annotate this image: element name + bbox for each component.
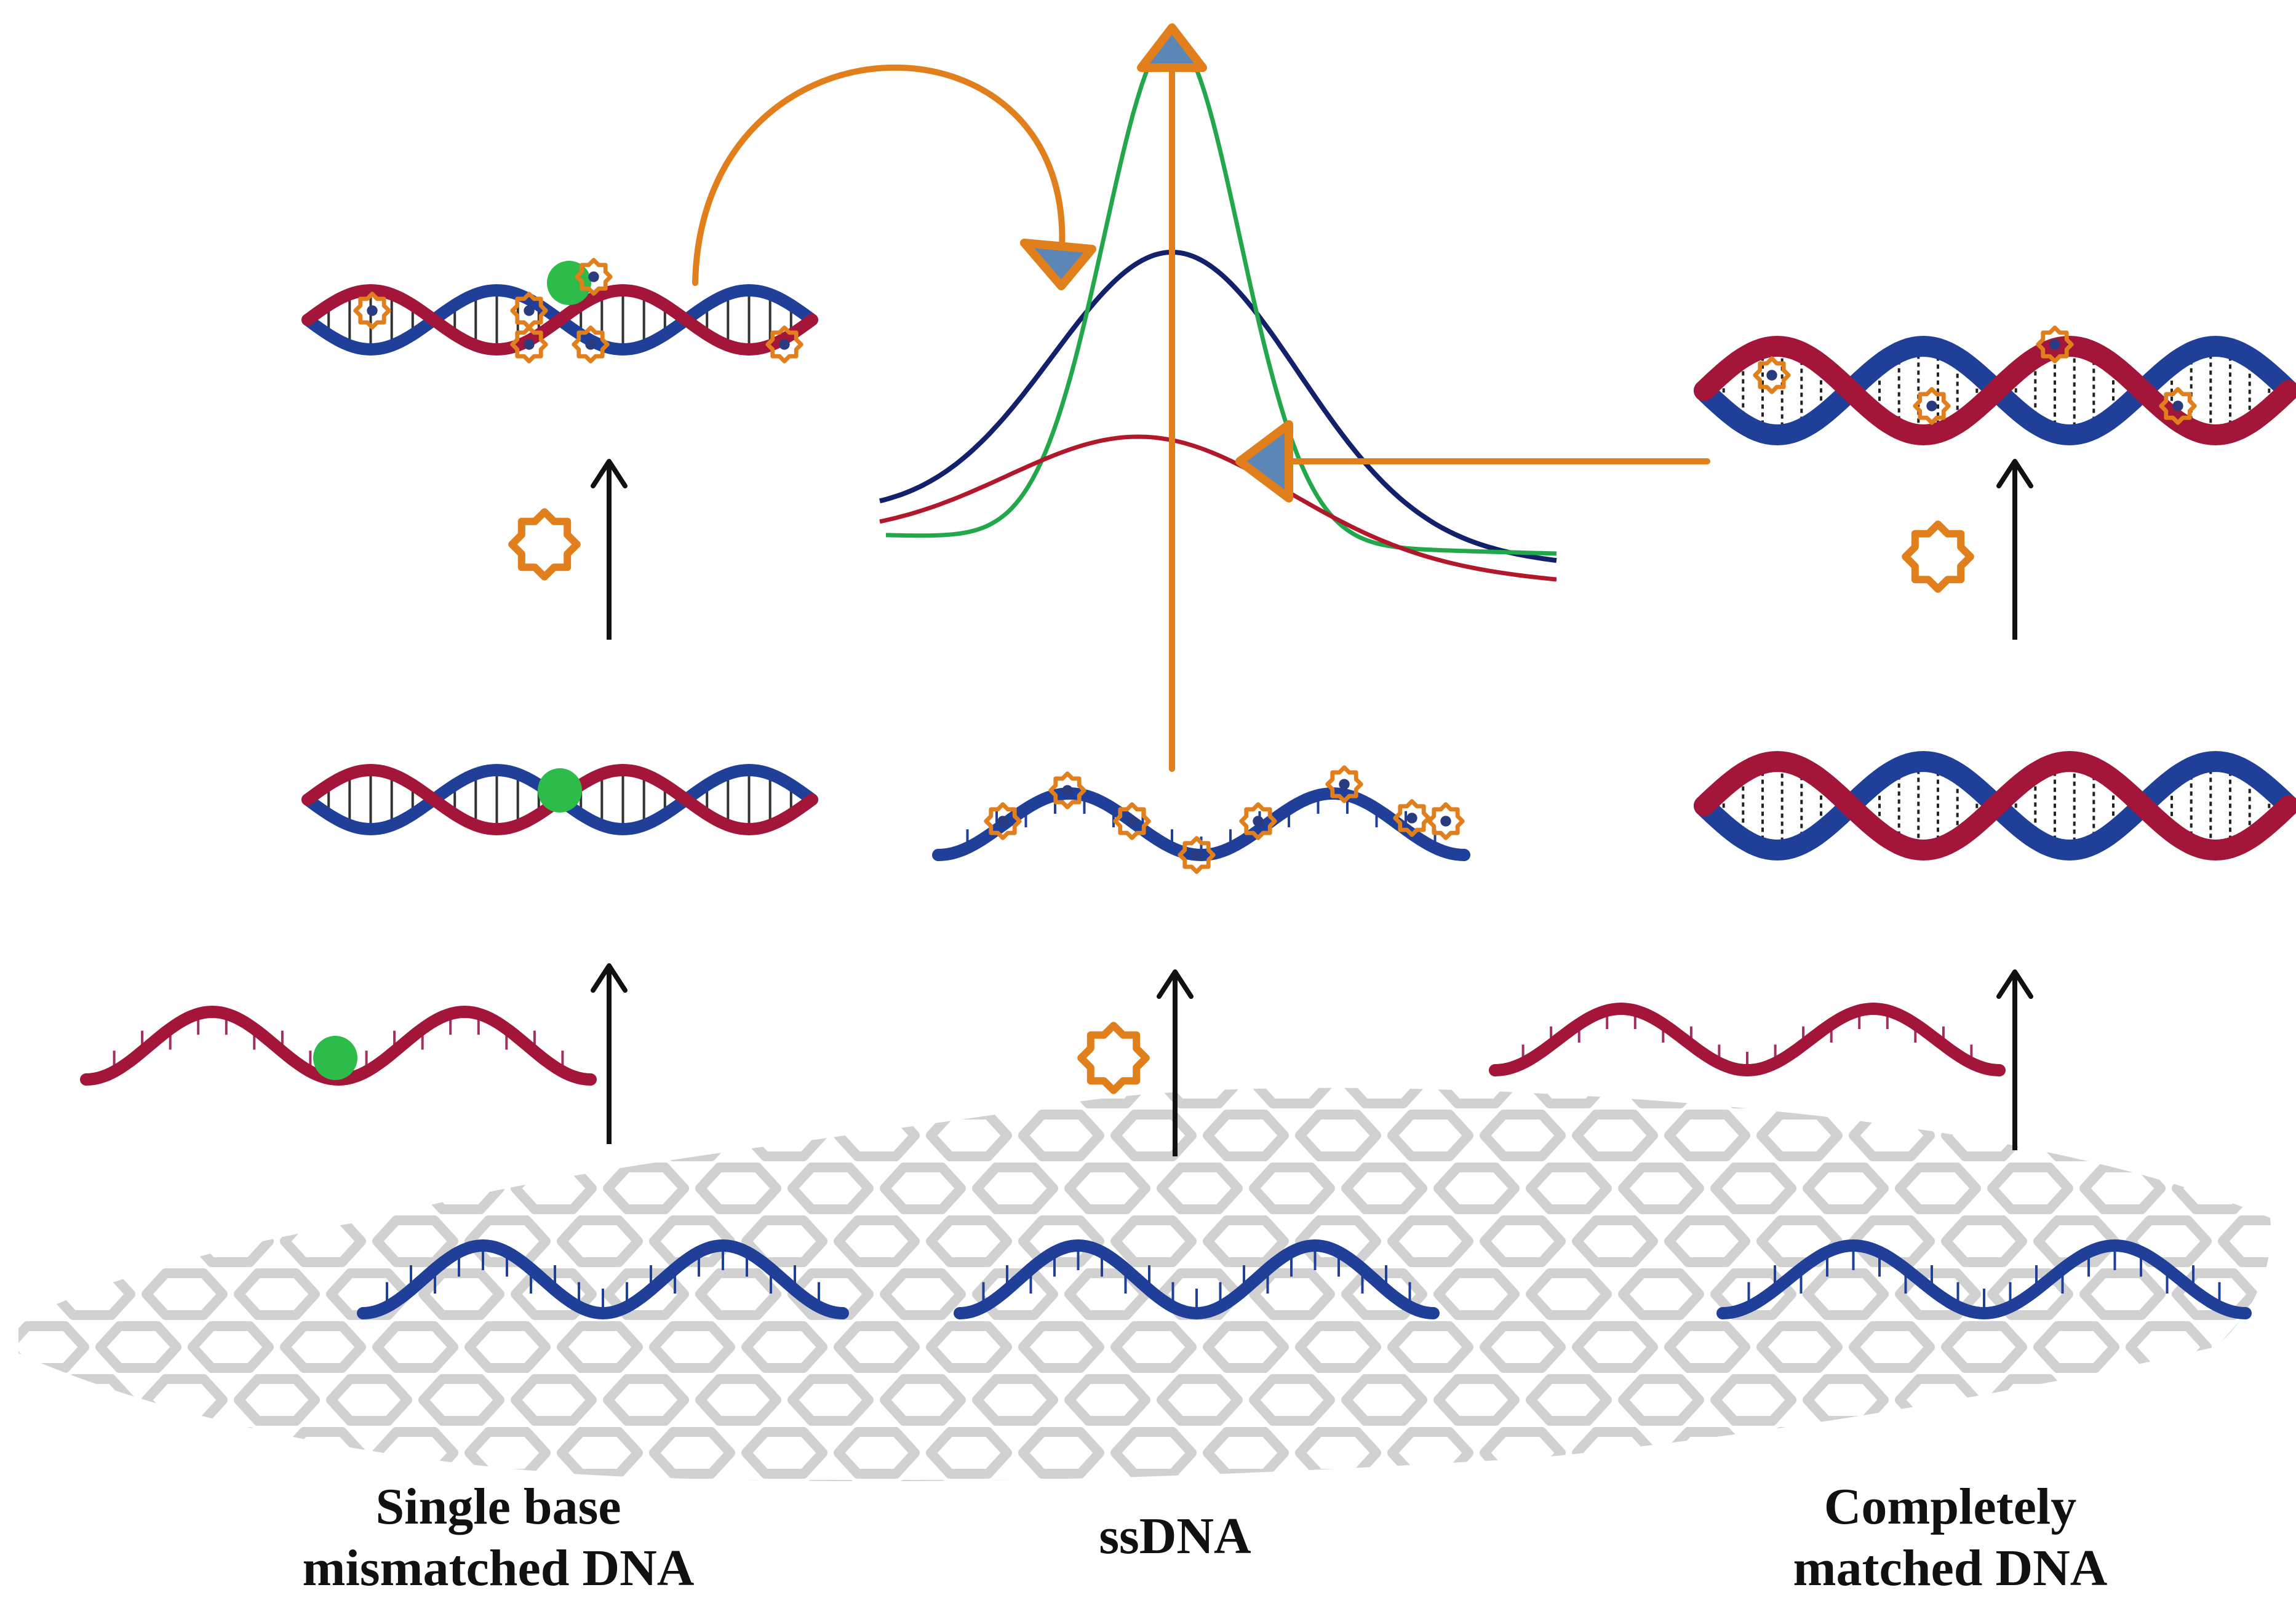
label-matched-line1: Completely	[1824, 1478, 2077, 1535]
probe-ticks-2	[1747, 1246, 2221, 1313]
indicator-bound-matched-1	[1915, 389, 1949, 423]
indicator-free-left	[512, 512, 577, 577]
label-mismatched-dna: Single base mismatched DNA	[234, 1476, 763, 1599]
process-arrowhead-1	[591, 963, 628, 993]
indicator-free-right	[1905, 524, 1971, 589]
dna-strands	[80, 261, 2296, 1320]
peak-marker-matched	[1235, 420, 1293, 503]
process-arrows	[591, 459, 2033, 1156]
probe-strand-2	[1716, 1239, 2252, 1320]
target-strand-matched	[1489, 1002, 2006, 1077]
fluorescence-curves	[879, 34, 1557, 582]
process-arrowhead-3	[1996, 459, 2033, 488]
process-arrowhead-2	[1157, 969, 1194, 999]
mismatch-base-dot	[313, 1036, 357, 1080]
curve-matched	[879, 434, 1557, 582]
peak-marker-ssdna	[1137, 23, 1207, 72]
mismatch-duplex-dot	[538, 768, 582, 813]
probe-ticks-0	[386, 1246, 820, 1313]
label-ssdna: ssDNA	[1021, 1506, 1329, 1567]
indicator-bound-mismatch-0	[356, 294, 389, 328]
target-ticks-mismatch	[113, 1014, 564, 1079]
label-mismatched-line1: Single base	[375, 1478, 621, 1535]
indicator-bound-matched-0	[1755, 359, 1789, 392]
label-matched-dna: Completely matched DNA	[1673, 1476, 2227, 1599]
label-matched-line2: matched DNA	[1793, 1540, 2108, 1597]
probe-strand-1	[954, 1239, 1440, 1320]
target-ticks-matched	[1521, 1011, 1973, 1070]
matched-bound-target	[1694, 335, 2296, 446]
curve-mismatched	[879, 249, 1557, 563]
label-ssdna-text: ssDNA	[1099, 1508, 1251, 1565]
mismatch-connector-arc	[692, 64, 1066, 286]
curve-ssdna	[885, 34, 1557, 556]
process-arrowhead-4	[1996, 969, 2033, 999]
process-arrowhead-0	[591, 459, 628, 488]
indicator-bound-ssdna-7	[1429, 805, 1463, 838]
orange-connectors	[692, 23, 1710, 772]
mismatch-bound-target	[301, 284, 818, 356]
probe-strand-0	[357, 1239, 849, 1320]
ssdna-ticks	[966, 795, 1437, 855]
matched-duplex-target	[1694, 750, 2296, 861]
mismatch-bound-dot	[547, 261, 591, 305]
peak-marker-mismatched	[1020, 239, 1096, 290]
probe-ticks-1	[982, 1246, 1411, 1313]
indicator-free-middle	[1081, 1025, 1146, 1091]
label-mismatched-line2: mismatched DNA	[302, 1540, 695, 1597]
